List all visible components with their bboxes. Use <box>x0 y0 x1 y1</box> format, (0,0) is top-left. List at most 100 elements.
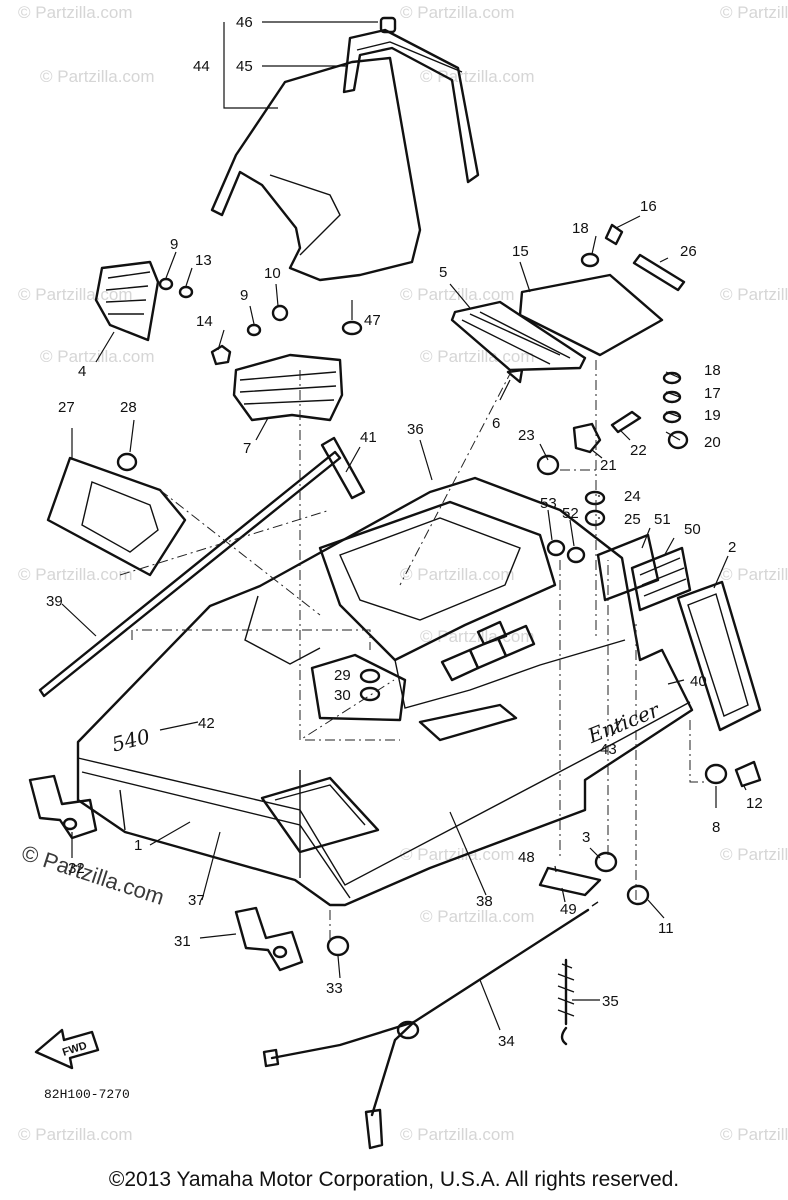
callout-number: 23 <box>518 427 535 444</box>
callout-number: 25 <box>624 511 641 528</box>
windshield-cover <box>210 16 480 282</box>
callout-number: 39 <box>46 593 63 610</box>
callouts: 46 44 45 16 18 26 15 9 13 10 9 14 47 5 4… <box>46 14 763 1050</box>
copyright-notice: ©2013 Yamaha Motor Corporation, U.S.A. A… <box>108 1168 680 1191</box>
callout-number: 44 <box>193 58 210 75</box>
callout-number: 5 <box>439 264 447 281</box>
bolt-22 <box>610 410 642 434</box>
callout-number: 16 <box>640 198 657 215</box>
seat-pad <box>518 273 664 357</box>
callout-number: 26 <box>680 243 697 260</box>
hinge-right <box>234 906 304 972</box>
watermark-text: © Partzilla.com <box>400 565 515 584</box>
watermark-text: © Partzilla.com <box>400 3 515 22</box>
hardware <box>116 252 728 957</box>
callout-number: 9 <box>170 236 178 253</box>
watermark-text: © Partzilla.com <box>720 1125 788 1144</box>
callout-number: 18 <box>704 362 721 379</box>
fwd-arrow: FWD <box>34 1028 100 1070</box>
watermark-text: © Partzilla.com <box>420 627 535 646</box>
clip-6 <box>506 368 524 384</box>
watermark-text: © Partzilla.com <box>18 565 133 584</box>
watermark-text: © Partzilla.com <box>400 845 515 864</box>
grille-plate <box>450 300 587 372</box>
callout-number: 24 <box>624 488 641 505</box>
watermark-text: © Partzilla.com <box>420 907 535 926</box>
rod <box>632 253 686 292</box>
callout-number: 40 <box>690 673 707 690</box>
callout-number: 53 <box>540 495 557 512</box>
watermark-text: © Partzilla.com <box>720 565 788 584</box>
side-panel <box>676 580 762 732</box>
callout-number: 4 <box>78 363 86 380</box>
spring <box>557 958 575 1046</box>
callout-number: 22 <box>630 442 647 459</box>
callout-number: 50 <box>684 521 701 538</box>
callout-number: 43 <box>600 741 617 758</box>
bolt-16 <box>604 223 624 246</box>
callout-number: 36 <box>407 421 424 438</box>
watermark-text: © Partzilla.com <box>400 1125 515 1144</box>
callout-number: 31 <box>174 933 191 950</box>
callout-number: 41 <box>360 429 377 446</box>
watermark-text: © Partzilla.com <box>720 285 788 304</box>
callout-number: 34 <box>498 1033 515 1050</box>
callout-number: 14 <box>196 313 213 330</box>
callout-number: 27 <box>58 399 75 416</box>
alignment-lines <box>119 360 706 940</box>
callout-number: 49 <box>560 901 577 918</box>
watermark-text: © Partzilla.com <box>40 67 155 86</box>
watermarks: © Partzilla.com © Partzilla.com © Partzi… <box>18 3 788 1144</box>
leader-lines <box>61 21 747 1031</box>
watermark-text: © Partzilla.com <box>720 3 788 22</box>
callout-number: 7 <box>243 440 251 457</box>
callout-number: 6 <box>492 415 500 432</box>
model-badge: 540 <box>109 724 152 757</box>
callout-number: 21 <box>600 457 617 474</box>
bolt-12 <box>734 760 762 788</box>
callout-number: 28 <box>120 399 137 416</box>
plate-48-49 <box>538 866 602 897</box>
callout-number: 51 <box>654 511 671 528</box>
callout-number: 46 <box>236 14 253 31</box>
callout-number: 32 <box>68 860 85 877</box>
callout-number: 1 <box>134 837 142 854</box>
callout-number: 37 <box>188 892 205 909</box>
pipe-41 <box>320 436 366 500</box>
watermark-text: © Partzilla.com <box>40 347 155 366</box>
bracket-21 <box>572 422 602 454</box>
watermark-text: © Partzilla.com <box>420 347 535 366</box>
hinge-left <box>28 774 98 840</box>
diagram-code: 82H100-7270 <box>44 1087 130 1102</box>
watermark-text: © Partzilla.com <box>720 845 788 864</box>
callout-number: 17 <box>704 385 721 402</box>
callout-number: 10 <box>264 265 281 282</box>
callout-number: 8 <box>712 819 720 836</box>
cable-39 <box>38 450 342 698</box>
callout-number: 29 <box>334 667 351 684</box>
callout-number: 3 <box>582 829 590 846</box>
callout-number: 48 <box>518 849 535 866</box>
callout-number: 13 <box>195 252 212 269</box>
reflector <box>596 533 692 612</box>
callout-number: 38 <box>476 893 493 910</box>
hood-script: Enticer <box>583 697 663 748</box>
callout-number: 18 <box>572 220 589 237</box>
callout-number: 47 <box>364 312 381 329</box>
callout-number: 42 <box>198 715 215 732</box>
callout-number: 30 <box>334 687 351 704</box>
front-louver <box>232 353 344 422</box>
callout-number: 35 <box>602 993 619 1010</box>
callout-number: 2 <box>728 539 736 556</box>
watermark-text: © Partzilla.com <box>18 3 133 22</box>
watermark-text: © Partzilla.com <box>18 1125 133 1144</box>
callout-number: 20 <box>704 434 721 451</box>
watermark-text: © Partzilla.com <box>420 67 535 86</box>
callout-number: 19 <box>704 407 721 424</box>
release-cable <box>262 901 599 1150</box>
partzilla-logo: © Partzilla.com <box>19 840 168 910</box>
watermark-text: © Partzilla.com <box>400 285 515 304</box>
callout-number: 33 <box>326 980 343 997</box>
callout-number: 52 <box>562 505 579 522</box>
